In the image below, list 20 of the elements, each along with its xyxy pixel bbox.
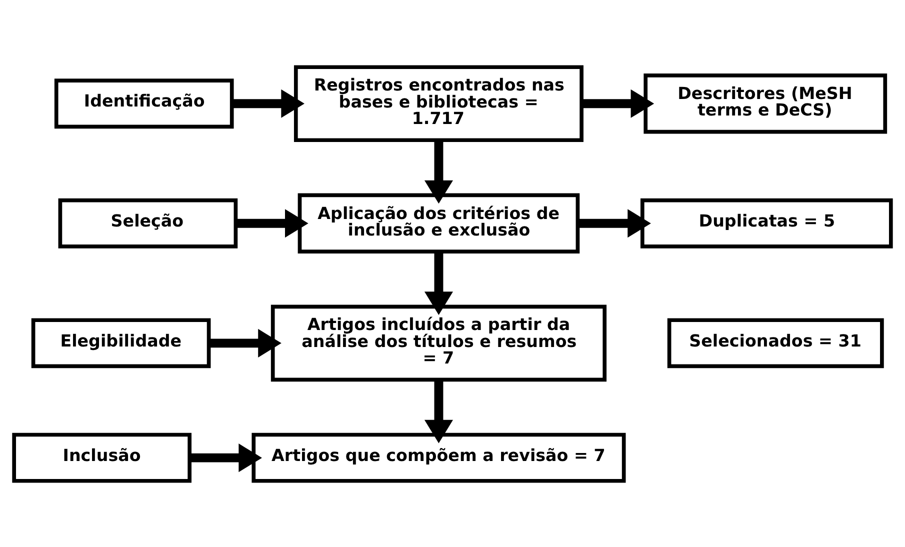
arrow [578,208,651,238]
node-box: Registros encontrados nas bases e bibliotecas = 1.717 [294,64,584,142]
arrow [424,140,453,204]
node-box: Aplicação dos critérios de inclusão e exclusão [298,192,580,253]
node-box: Elegibilidade [31,318,211,368]
node-box: Selecionados = 31 [667,318,884,368]
arrow [236,208,308,238]
node-box: Identificação [54,78,234,128]
node-box: Seleção [58,198,238,248]
node-box: Artigos incluídos a partir da análise dos títulos e resumos = 7 [270,304,607,382]
arrow [424,379,453,443]
node-box: Descritores (MeSH terms e DeCS) [644,73,888,134]
node-box: Artigos que compõem a revisão = 7 [252,432,626,482]
arrow [190,443,262,472]
arrow [209,328,282,357]
node-box: Duplicatas = 5 [640,198,893,248]
arrow [582,88,654,118]
arrow [424,251,453,314]
node-box: Inclusão [12,432,192,482]
arrow [232,88,304,118]
